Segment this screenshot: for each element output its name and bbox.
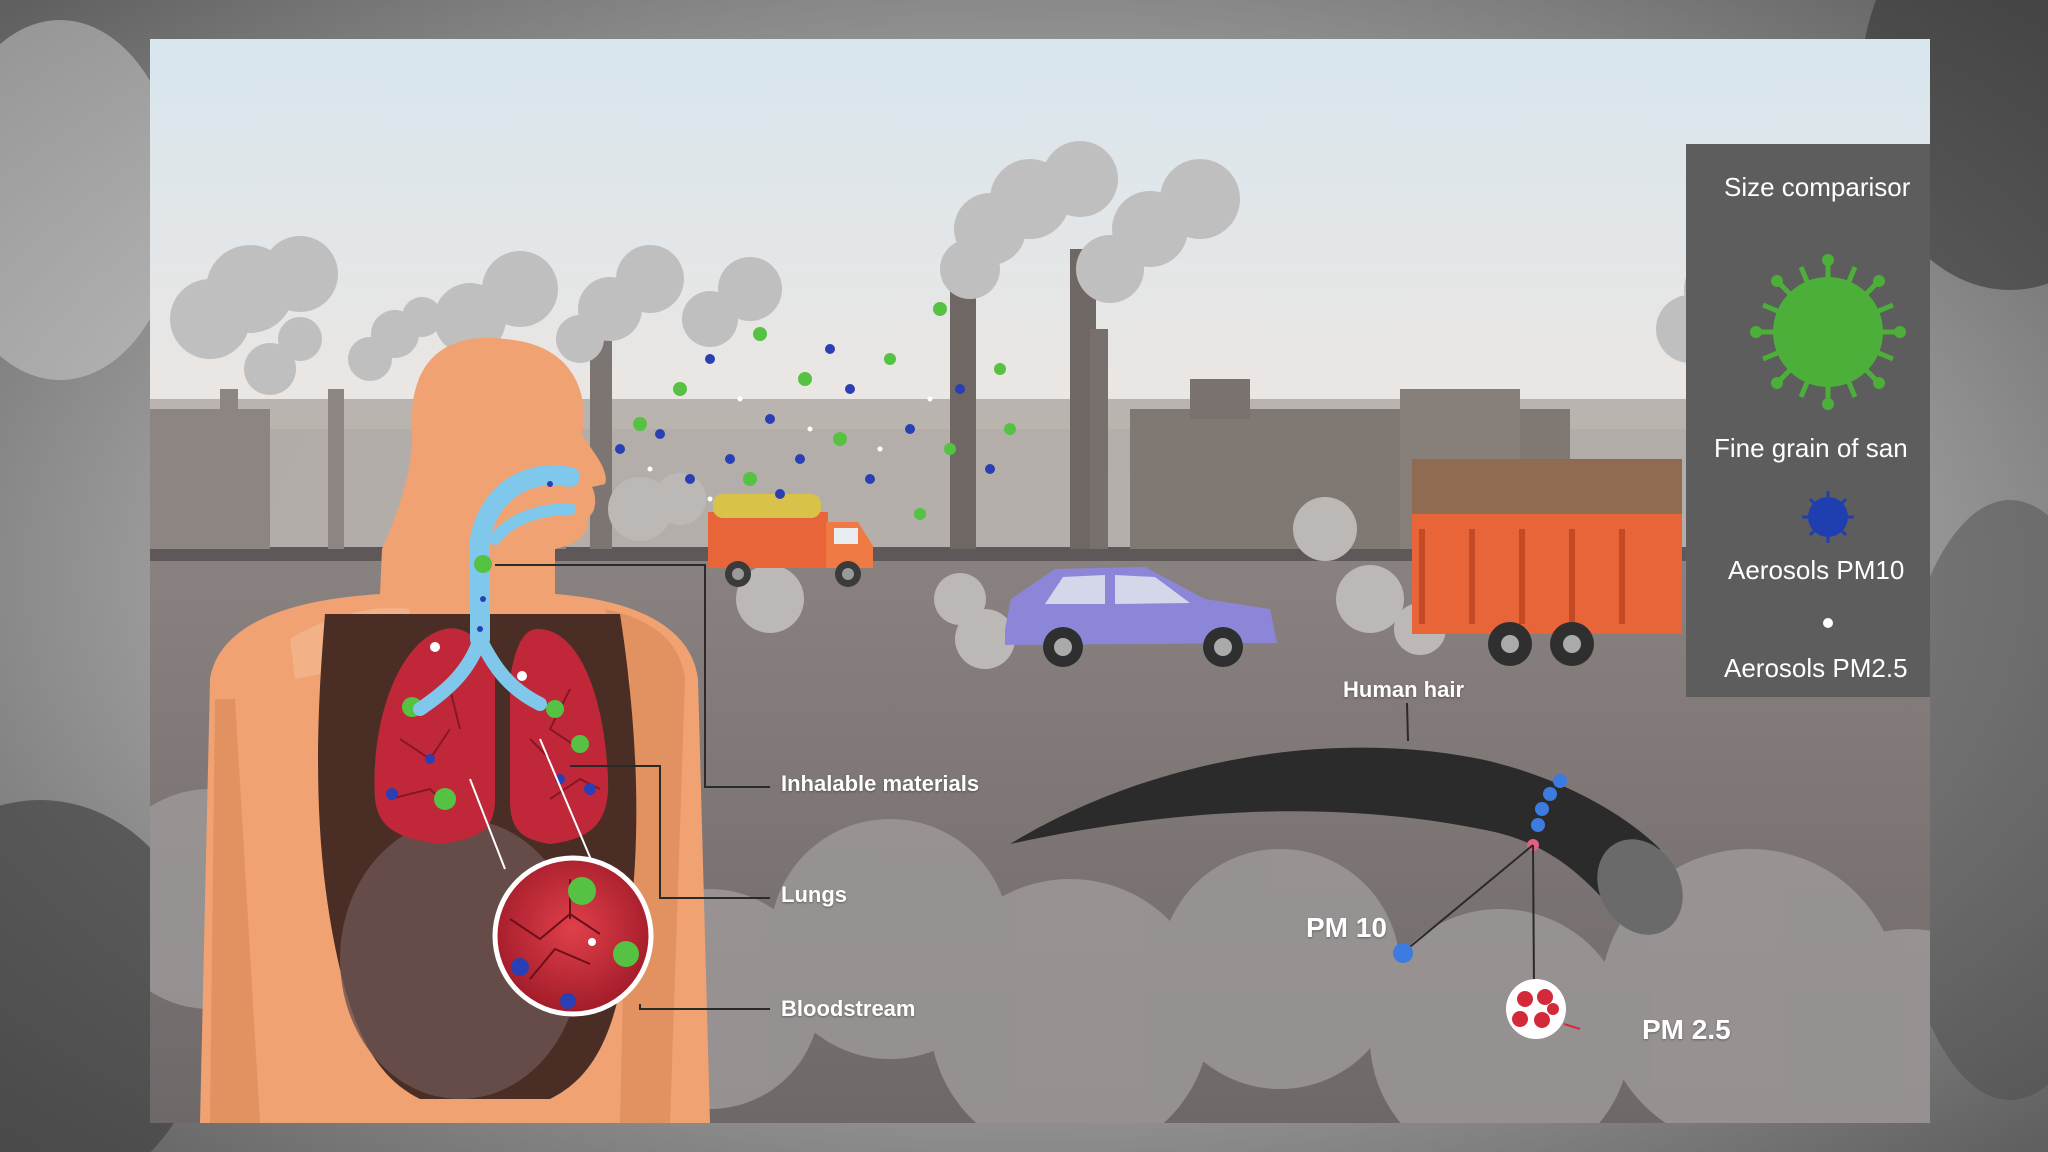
inhalable-materials-label: Inhalable materials xyxy=(781,771,980,796)
scene-artwork xyxy=(150,39,1930,1123)
pollution-scene-panel: Inhalable materials Lungs Bloodstream Hu… xyxy=(150,39,1930,1123)
orange-lorry xyxy=(1412,459,1682,666)
pm10-label: PM 10 xyxy=(1306,912,1387,943)
lungs-label: Lungs xyxy=(781,882,847,907)
white-dot-icon xyxy=(1823,618,1833,628)
vehicle-exhaust xyxy=(608,473,1446,669)
small-truck xyxy=(708,494,873,587)
legend-icons xyxy=(1750,254,1906,628)
green-virus-icon xyxy=(1750,254,1906,410)
legend-item-pm25: Aerosols PM2.5 xyxy=(1724,653,1908,683)
bloodstream-label: Bloodstream xyxy=(781,996,916,1021)
legend-title: Size comparisor xyxy=(1724,172,1911,202)
legend-item-pm10: Aerosols PM10 xyxy=(1728,555,1905,585)
purple-car xyxy=(1005,567,1277,667)
blue-particle-icon xyxy=(1802,491,1854,543)
callout-lines xyxy=(495,564,770,1010)
airborne-particles xyxy=(615,302,1016,520)
legend-item-sand: Fine grain of san xyxy=(1714,433,1908,463)
human-hair xyxy=(1010,702,1683,1039)
pm25-label: PM 2.5 xyxy=(1642,1014,1731,1045)
airway xyxy=(413,465,580,716)
human-hair-label: Human hair xyxy=(1343,677,1465,702)
size-comparison-legend: Size comparisor Fine grain of san Aeroso… xyxy=(1686,144,1930,697)
lungs-illustration xyxy=(374,628,609,844)
